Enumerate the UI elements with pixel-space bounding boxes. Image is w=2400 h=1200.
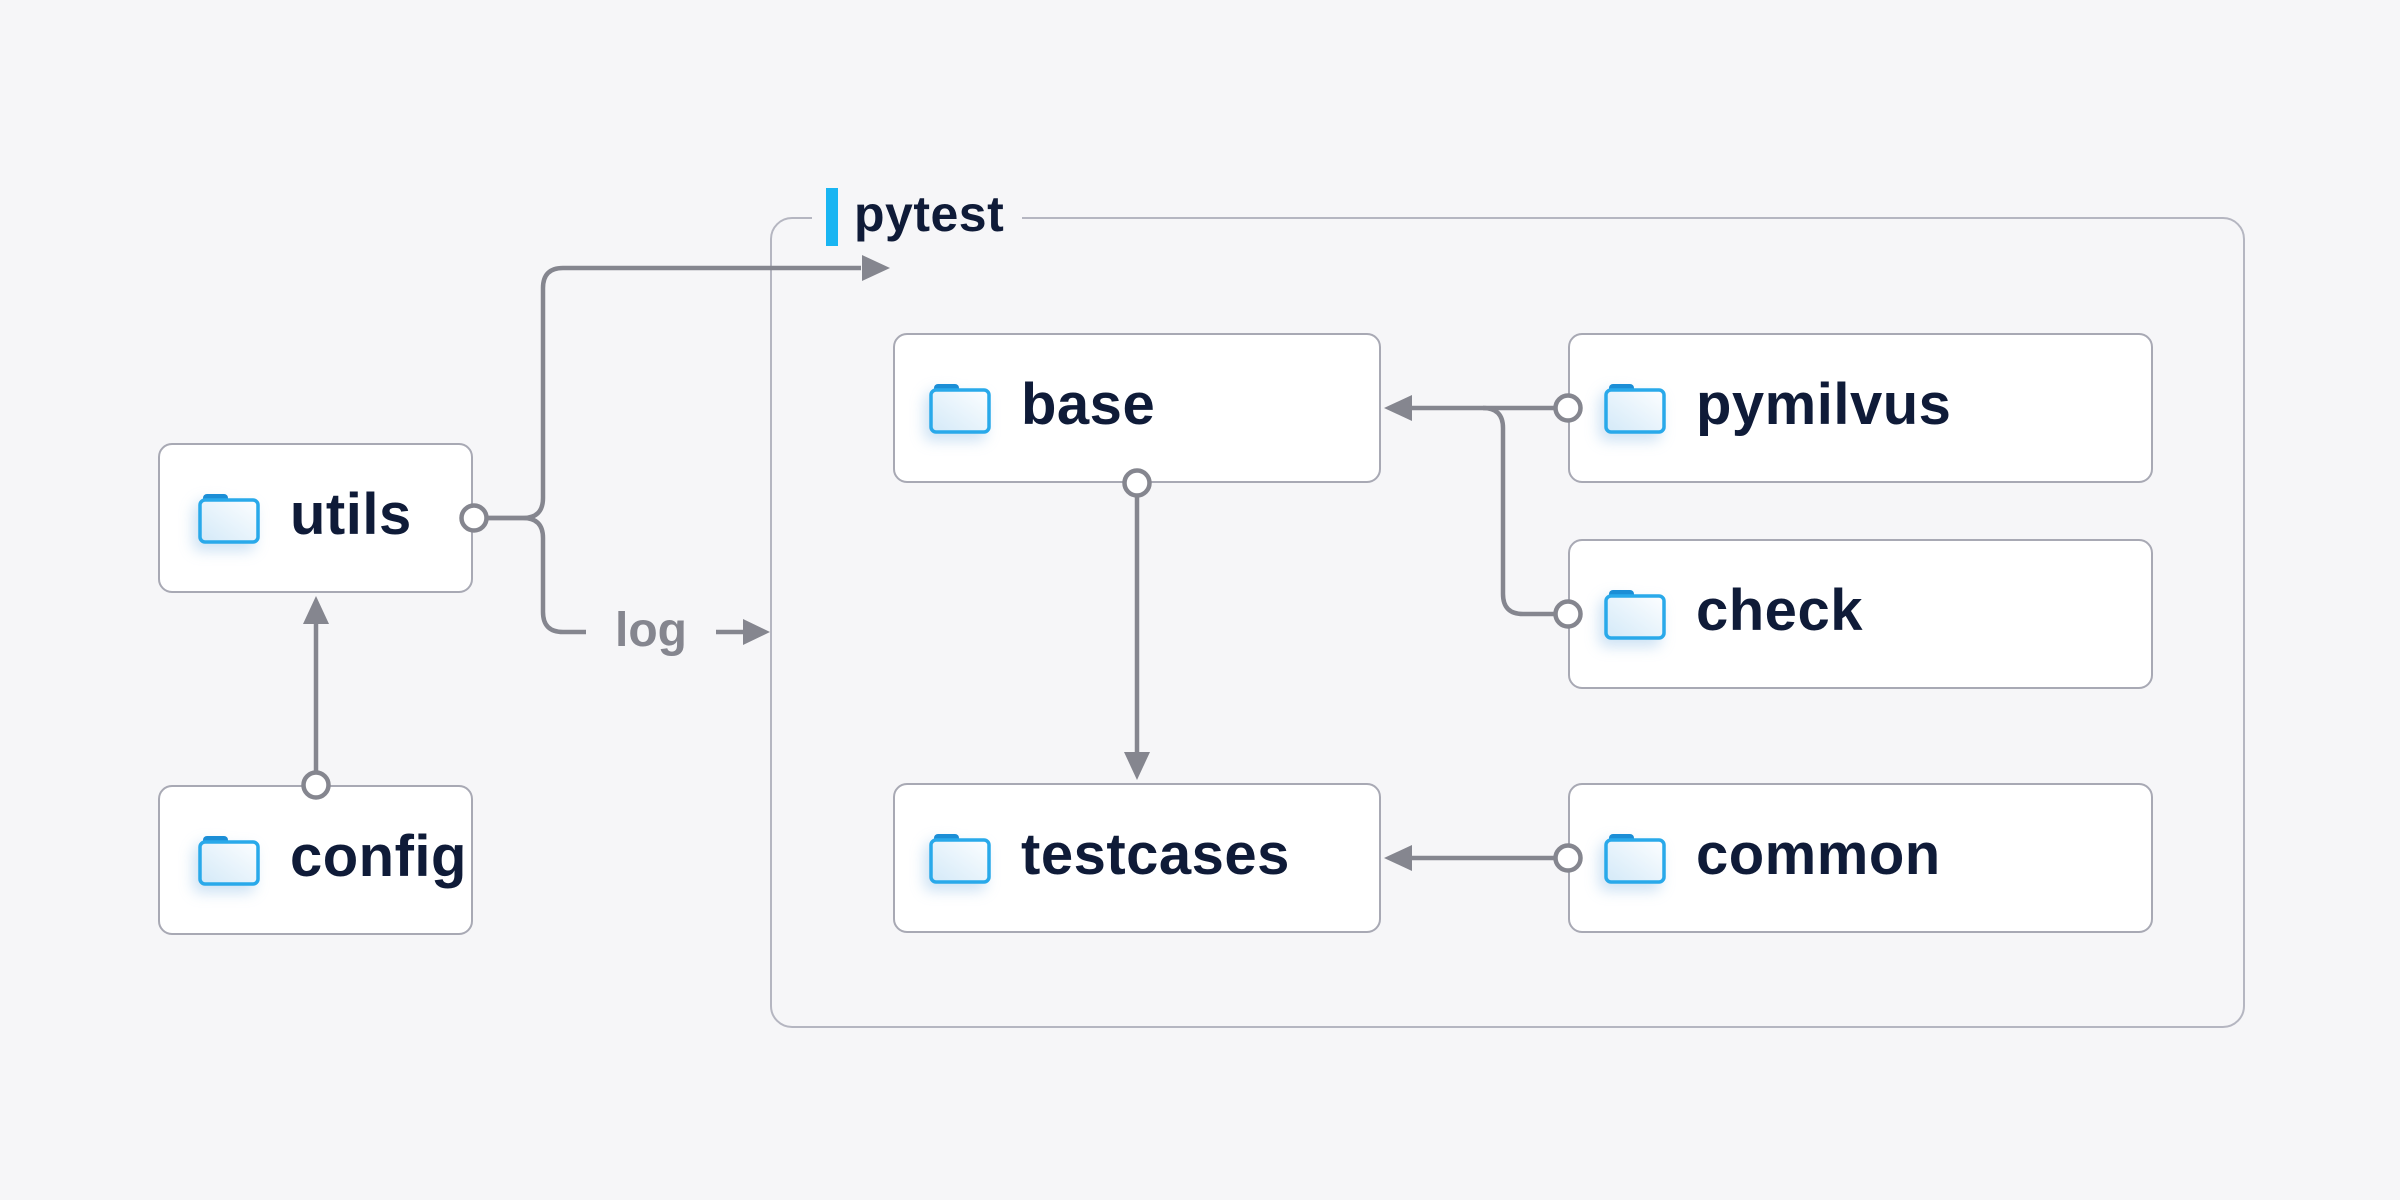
folder-icon [198, 836, 260, 886]
accent-bar [826, 188, 838, 246]
node-config: config [158, 785, 473, 935]
node-label: base [1021, 372, 1156, 437]
node-label: testcases [1021, 822, 1290, 887]
folder-icon [929, 384, 991, 434]
folder-icon [1604, 834, 1666, 884]
folder-icon [1604, 384, 1666, 434]
edge-config-utils [303, 596, 329, 773]
node-utils: utils [158, 443, 473, 593]
node-pymilvus: pymilvus [1568, 333, 2153, 483]
node-testcases: testcases [893, 783, 1381, 933]
folder-icon [198, 494, 260, 544]
pytest-group-label: pytest [812, 186, 1023, 248]
edge-label-log: log [615, 604, 687, 657]
group-title: pytest [854, 186, 1005, 242]
node-common: common [1568, 783, 2153, 933]
node-label: common [1696, 822, 1941, 887]
node-label: pymilvus [1696, 372, 1952, 437]
folder-icon [929, 834, 991, 884]
node-label: utils [290, 482, 412, 547]
node-base: base [893, 333, 1381, 483]
node-check: check [1568, 539, 2153, 689]
node-label: config [290, 824, 467, 889]
folder-icon [1604, 590, 1666, 640]
pytest-group-frame [770, 217, 2245, 1028]
node-label: check [1696, 578, 1863, 643]
